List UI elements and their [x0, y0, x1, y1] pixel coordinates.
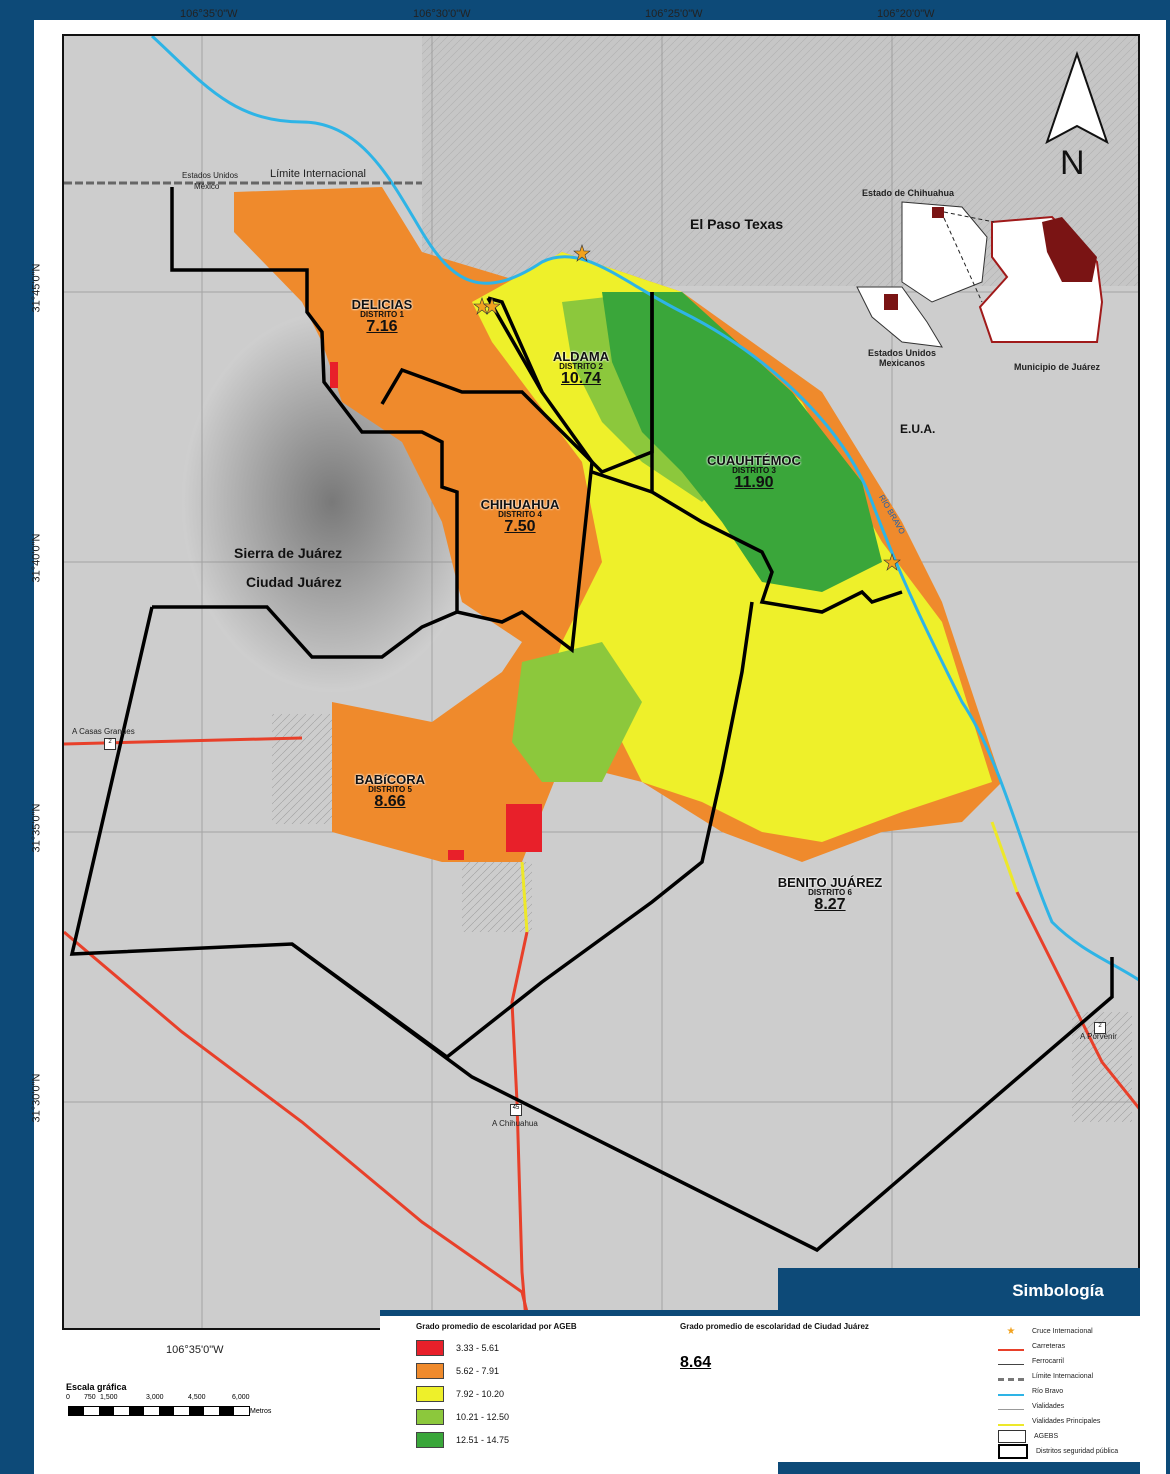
legend-city-value: 8.64 — [680, 1354, 712, 1371]
inset-label-mexicanos: Estados Unidos Mexicanos — [868, 348, 937, 368]
label-porvenir: A Porvenir — [1080, 1032, 1117, 1041]
legend-title: Simbología — [1012, 1281, 1104, 1300]
rio-bravo-line — [150, 36, 1138, 982]
legend-swatch — [416, 1363, 444, 1379]
coord-left-2: 31°40'0"N — [30, 533, 43, 583]
legend-symbol-3: Ferrocarril — [998, 1356, 1064, 1367]
legend-symbol-label: Cruce Internacional — [1032, 1328, 1093, 1335]
coord-top-3: 106°25'0"W — [645, 8, 703, 20]
scale-ticks: 0 750 1,500 3,000 4,500 6,000 — [66, 1394, 250, 1401]
scale-graphic — [68, 1406, 250, 1416]
crossing-stars — [473, 244, 901, 571]
legend-swatch — [416, 1340, 444, 1356]
legend-box: Grado promedio de escolaridad por AGEB G… — [380, 1310, 1140, 1462]
coord-left-3: 31°35'0"N — [30, 803, 43, 853]
north-arrow-icon — [1045, 50, 1109, 145]
legend-symbol-2: Carreteras — [998, 1341, 1065, 1352]
scale-title: Escala gráfica — [66, 1382, 127, 1392]
legend-symbol-label: Límite Internacional — [1032, 1373, 1094, 1380]
coord-top-2: 106°30'0"W — [413, 8, 471, 20]
map-canvas — [64, 36, 1138, 1328]
box-icon — [998, 1430, 1026, 1443]
legend-symbol-4: Límite Internacional — [998, 1371, 1093, 1382]
star-icon: ★ — [1006, 1326, 1016, 1337]
label-sierra: Sierra de Juárez — [234, 545, 343, 561]
legend-class-1: 3.33 - 5.61 — [416, 1340, 499, 1356]
zone-green — [602, 292, 882, 592]
river-line-icon — [998, 1388, 1024, 1396]
inset-map — [856, 201, 1104, 348]
district-label-delicias: DELICIAS DISTRITO 1 7.16 — [351, 297, 413, 335]
inset-label-municipio: Municipio de Juárez — [1014, 362, 1101, 372]
legend-class-label: 5.62 - 7.91 — [456, 1366, 500, 1376]
border-line-icon — [998, 1373, 1024, 1381]
label-casas-grandes: A Casas Grandes — [72, 727, 135, 736]
legend-class-label: 3.33 - 5.61 — [456, 1343, 500, 1353]
legend-symbol-label: Distritos seguridad pública — [1036, 1448, 1119, 1455]
label-eua: E.U.A. — [900, 422, 936, 436]
coord-bottom: 106°35'0"W — [166, 1344, 224, 1356]
inset-label-estado: Estado de Chihuahua — [862, 188, 955, 198]
district-label-cuauhtemoc: CUAUHTÉMOC DISTRITO 3 11.90 — [707, 453, 801, 491]
coord-top-4: 106°20'0"W — [877, 8, 935, 20]
label-estados-unidos: Estados Unidos — [182, 171, 239, 180]
label-chihuahua-road: A Chihuahua — [492, 1119, 538, 1128]
district-boundaries — [69, 187, 1114, 1253]
legend-swatch — [416, 1432, 444, 1448]
legend-class-3: 7.92 - 10.20 — [416, 1386, 504, 1402]
red-line-icon — [998, 1343, 1024, 1351]
legend-ageb-title: Grado promedio de escolaridad por AGEB — [416, 1322, 577, 1331]
district-label-babicora: BABíCORA DISTRITO 5 8.66 — [354, 772, 426, 810]
legend-class-5: 12.51 - 14.75 — [416, 1432, 509, 1448]
legend-class-label: 10.21 - 12.50 — [456, 1412, 510, 1422]
yellow-line-icon — [998, 1418, 1024, 1426]
legend-symbol-9: Distritos seguridad pública — [998, 1444, 1119, 1459]
road-shield-icon-2: 45 — [510, 1104, 522, 1116]
coord-left-1: 31°45'0"N — [30, 263, 43, 313]
coord-top-1: 106°35'0"W — [180, 8, 238, 20]
coord-left-4: 31°30'0"N — [30, 1073, 43, 1123]
legend-symbol-label: Vialidades — [1032, 1403, 1065, 1410]
legend-class-4: 10.21 - 12.50 — [416, 1409, 509, 1425]
main-map: 2 45 2 — [62, 34, 1140, 1330]
legend-symbol-7: Vialidades Principales — [998, 1416, 1100, 1427]
legend-symbol-1: ★ Cruce Internacional — [998, 1326, 1093, 1337]
scale-bar: Escala gráfica 0 750 1,500 3,000 4,500 6… — [62, 1376, 284, 1438]
legend-symbol-8: AGEBS — [998, 1430, 1059, 1443]
legend-symbol-label: AGEBS — [1034, 1433, 1059, 1440]
legend-symbol-6: Vialidades — [998, 1401, 1064, 1412]
legend-symbol-label: Vialidades Principales — [1032, 1418, 1101, 1425]
label-el-paso: El Paso Texas — [690, 216, 784, 232]
legend-class-label: 12.51 - 14.75 — [456, 1435, 510, 1445]
legend-city-title: Grado promedio de escolaridad de Ciudad … — [680, 1322, 869, 1331]
gray-line-icon — [998, 1403, 1024, 1410]
legend-swatch — [416, 1409, 444, 1425]
thick-box-icon — [998, 1444, 1028, 1459]
legend-symbol-5: Río Bravo — [998, 1386, 1063, 1397]
legend-symbol-label: Carreteras — [1032, 1343, 1066, 1350]
north-label: N — [1060, 144, 1085, 182]
label-ciudad-juarez: Ciudad Juárez — [246, 574, 342, 590]
district-label-benito-juarez: BENITO JUÁREZ DISTRITO 6 8.27 — [777, 875, 883, 913]
legend-swatch — [416, 1386, 444, 1402]
legend-class-2: 5.62 - 7.91 — [416, 1363, 499, 1379]
zone-lightgreen — [512, 642, 642, 782]
district-label-chihuahua: CHIHUAHUA DISTRITO 4 7.50 — [480, 497, 560, 535]
scale-unit: Metros — [250, 1408, 272, 1415]
label-limite: Límite Internacional — [270, 168, 366, 180]
road-shield-icon: 2 — [104, 738, 116, 750]
railroad-icon — [998, 1358, 1024, 1365]
legend-symbol-label: Río Bravo — [1032, 1388, 1064, 1395]
zone-red — [506, 804, 542, 852]
legend-symbol-label: Ferrocarril — [1032, 1358, 1064, 1365]
label-mexico: México — [194, 182, 220, 191]
road-shield-icon-3: 2 — [1094, 1022, 1106, 1034]
district-label-aldama: ALDAMA DISTRITO 2 10.74 — [552, 349, 610, 387]
legend-class-label: 7.92 - 10.20 — [456, 1389, 505, 1399]
